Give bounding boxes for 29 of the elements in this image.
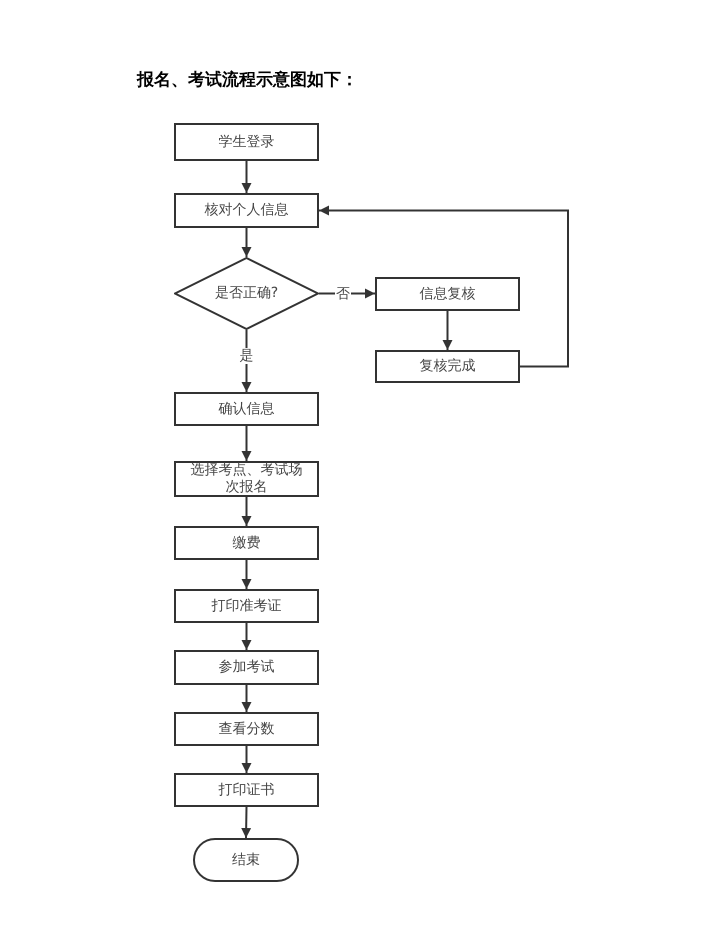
arrow [242,623,252,650]
title: 报名、考试流程示意图如下： [137,69,358,91]
arrow [242,426,252,461]
edge-label: 否 [335,286,351,302]
decision-diamond [174,257,319,330]
arrow [242,497,252,526]
arrow [242,685,252,712]
process-box: 查看分数 [174,712,319,746]
process-box: 确认信息 [174,392,319,426]
arrow [442,311,452,350]
arrow [242,161,252,193]
arrow [319,288,375,298]
process-box: 参加考试 [174,650,319,685]
process-box: 打印证书 [174,773,319,807]
arrow [241,806,252,838]
arrow [242,746,252,773]
arrow [242,560,252,589]
node-text: 是否正确? [214,285,278,302]
process-box: 选择考点、考试场次报名 [174,461,319,497]
process-box: 打印准考证 [174,589,319,623]
edge-label: 是 [238,348,254,364]
process-box: 学生登录 [174,123,319,161]
arrow [242,228,252,257]
process-box: 信息复核 [375,277,520,311]
process-box: 缴费 [174,526,319,560]
process-box: 核对个人信息 [174,193,319,228]
terminal-box: 结束 [193,838,299,882]
process-box: 复核完成 [375,350,520,383]
arrow [319,206,569,368]
